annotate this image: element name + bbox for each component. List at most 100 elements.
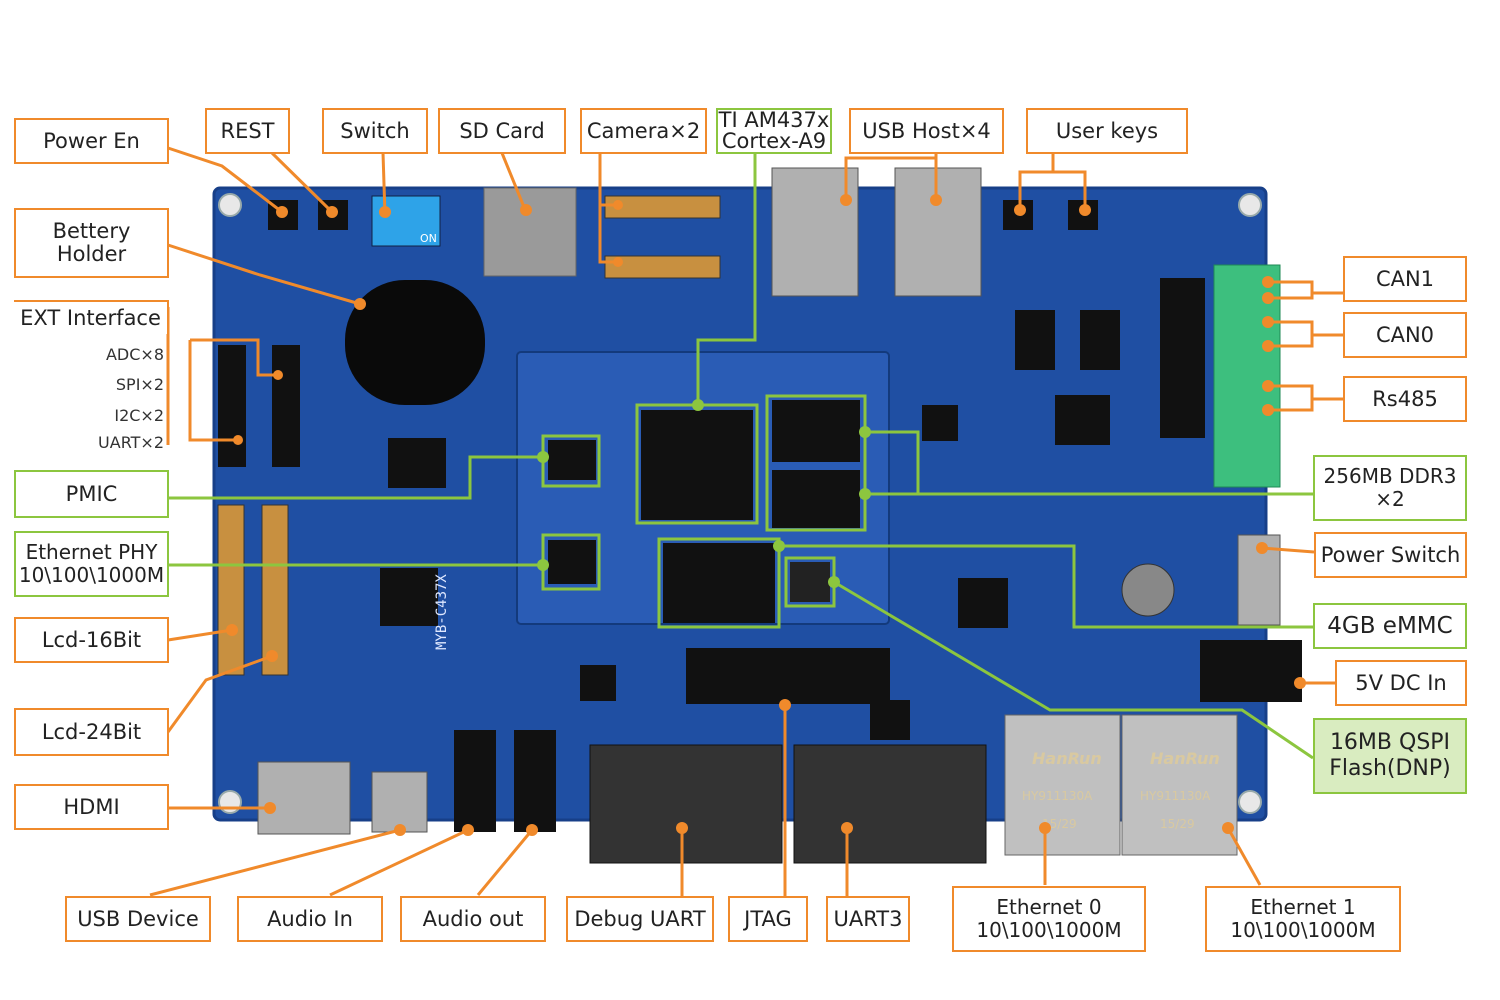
callout-rest [270,151,334,214]
callout-can1-b [1268,293,1314,300]
emmc-chip [663,543,775,623]
usb-host-port-2 [894,167,982,297]
label-hdmi: HDMI [14,784,169,830]
callout-keys-b [1053,170,1087,210]
callout-emmc [779,544,1313,629]
label-battery-holder: Bettery Holder [14,208,169,278]
callout-usb [844,153,938,200]
label-audio-out: Audio out [400,896,546,942]
label-qspi: 16MB QSPI Flash(DNP) [1313,718,1467,794]
usb-device-connector [371,771,428,833]
orange-callouts [149,146,1343,898]
board-ics [380,278,1205,740]
label-i2c: I2C×2 [114,405,164,425]
pmic-chip [548,440,596,480]
orange-dots [226,194,1306,836]
audio-out-jack [514,730,556,832]
dc-jack [1200,640,1302,702]
label-ext-interface: EXT Interface [14,300,169,334]
rj45-brand-1: HanRun [1150,749,1220,768]
label-can1: CAN1 [1343,256,1467,302]
hdmi-connector [257,761,351,835]
callout-audioin [329,828,469,897]
callout-qspi [833,580,1314,760]
usb-host-port-1 [771,167,859,297]
switch-on-text: ON [420,232,437,245]
lcd-24bit-connector [261,504,289,676]
rj45-port-1 [1121,714,1238,856]
qspi-chip [790,562,830,602]
label-lcd16: Lcd-16Bit [14,617,169,663]
rj45-port-0 [1004,714,1121,856]
label-power-en: Power En [14,118,169,164]
callout-pmic [168,455,543,500]
rj45-part-0: HY911130A [1022,789,1093,803]
label-uart: UART×2 [98,432,164,452]
callout-can0 [1268,320,1343,337]
label-dc-in: 5V DC In [1335,660,1467,706]
label-ddr3: 256MB DDR3 ×2 [1313,455,1467,521]
rj45-date-1: 15/29 [1160,817,1195,831]
ddr3-chip-1 [772,400,860,462]
callout-ddr3 [865,430,1313,496]
label-sd-card: SD Card [438,108,566,154]
callout-lcd16 [167,628,233,642]
capacitor [1121,563,1175,617]
lcd-16bit-connector [217,504,245,676]
callout-power-en [167,146,283,214]
label-user-keys: User keys [1026,108,1188,154]
callout-ext-b [190,338,278,377]
callout-can1 [1268,280,1343,295]
label-jtag: JTAG [728,896,808,942]
battery-holder [345,280,485,405]
debug-uart-db9 [589,744,783,864]
sd-card-slot [483,187,577,277]
ext-header-2 [272,345,300,467]
ddr3-highlight [765,394,867,532]
eth-phy-chip [548,540,596,584]
rj45-part-1: HY911130A [1140,789,1211,803]
callout-soc [696,153,757,405]
audio-in-jack [454,730,496,832]
soc-chip [641,410,753,520]
callout-usbdev [149,828,401,897]
green-callouts [168,153,1314,760]
label-soc: TI AM437x Cortex-A9 [716,108,832,154]
callout-lcd24 [166,654,273,733]
callout-rs485-b [1268,399,1314,412]
label-can0: CAN0 [1343,312,1467,358]
callout-ext-a [188,340,238,442]
callout-sd [500,152,528,213]
camera-connector-2 [604,255,721,279]
callout-switch [381,152,387,216]
label-audio-in: Audio In [237,896,383,942]
label-pmic: PMIC [14,470,169,518]
callout-keys [1018,153,1055,210]
label-ethernet-phy: Ethernet PHY 10\100\1000M [14,531,169,597]
callout-pswitch [1261,546,1315,554]
ddr3-chip-2 [772,470,860,528]
label-usb-host: USB Host×4 [849,108,1004,154]
callout-battery [167,243,361,306]
rj45-brand-0: HanRun [1032,749,1102,768]
callout-eth1 [1226,827,1262,886]
label-spi: SPI×2 [115,374,164,394]
label-rest: REST [205,108,290,154]
jtag-header [686,648,890,704]
label-eth1: Ethernet 1 10\100\1000M [1205,886,1401,952]
ext-header-1 [218,345,246,467]
silkscreen-model: MYB-C437X [434,574,450,650]
label-debug-uart: Debug UART [566,896,714,942]
uart3-db9 [793,744,987,864]
green-dots [537,399,871,588]
label-eth0: Ethernet 0 10\100\1000M [952,886,1146,952]
callout-audioout [476,829,534,896]
label-camera: Camera×2 [580,108,707,154]
label-emmc: 4GB eMMC [1313,603,1467,649]
emmc-highlight [657,537,781,629]
callout-rs485 [1268,384,1343,401]
label-uart3: UART3 [826,896,910,942]
callout-camera [598,153,618,264]
label-power-switch: Power Switch [1314,532,1467,578]
